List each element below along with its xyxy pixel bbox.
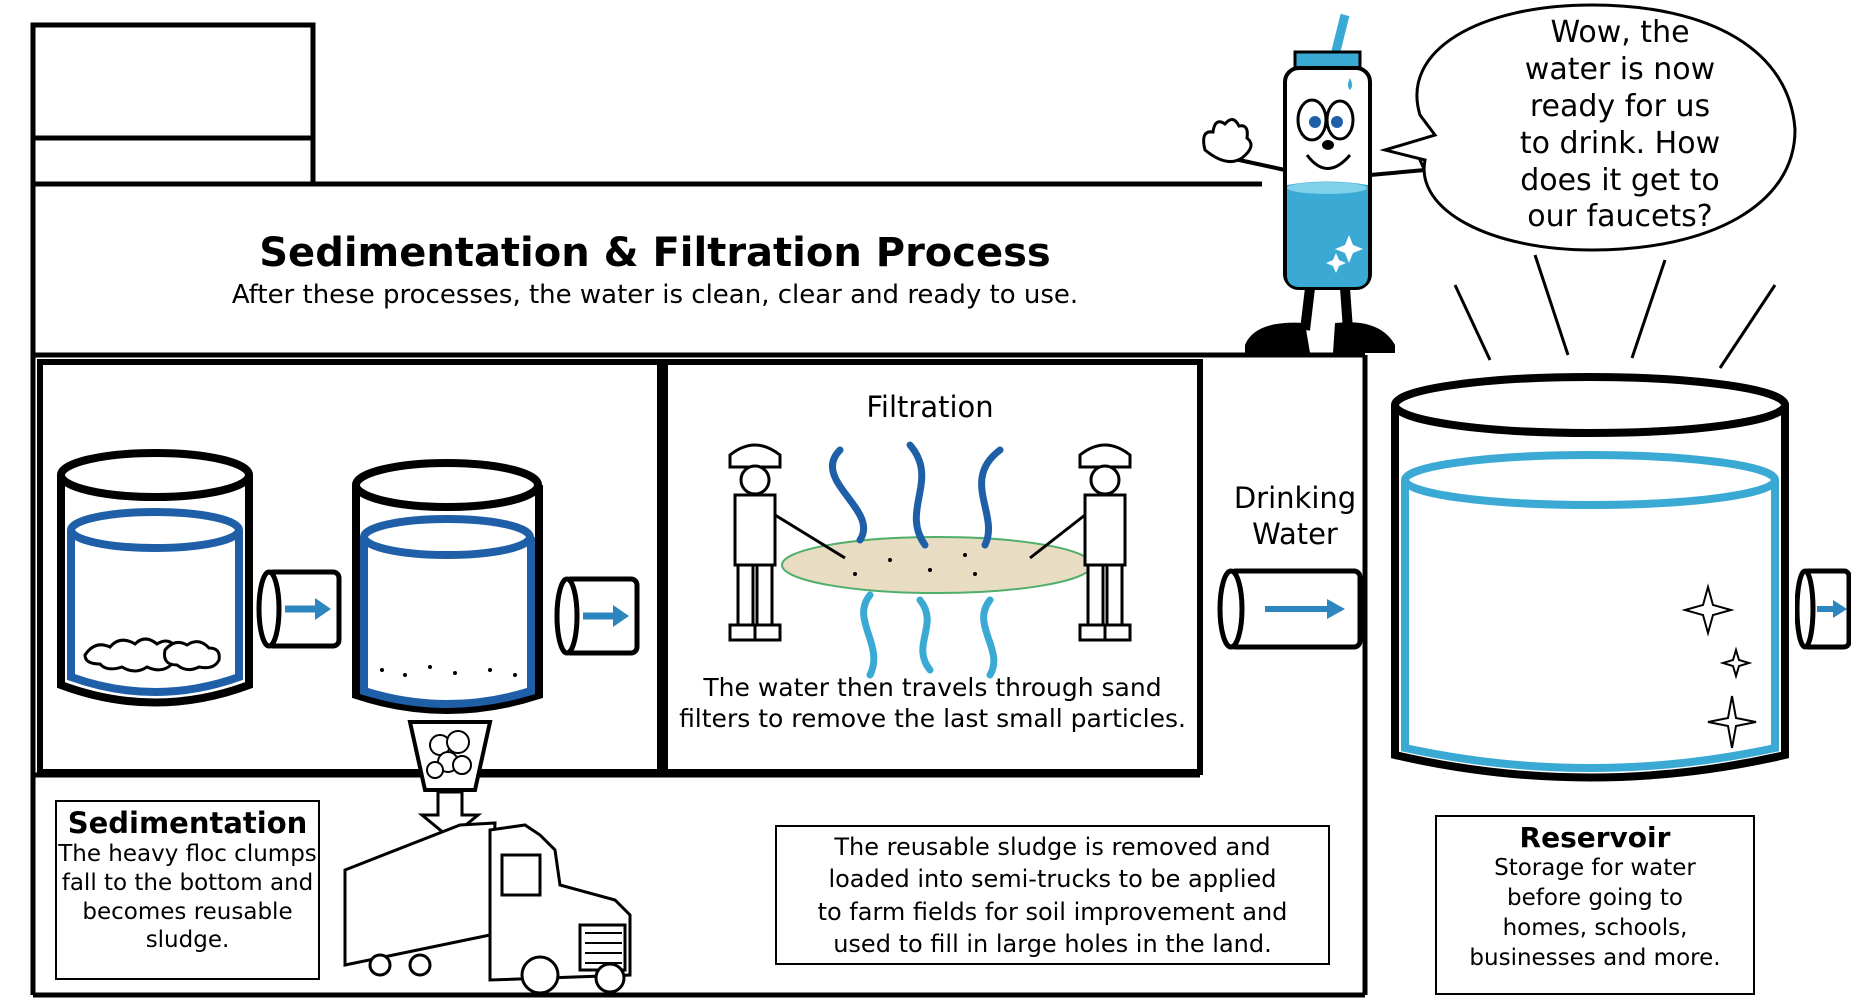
sludge-hopper [407,720,493,840]
shine-rays [1453,254,1777,369]
reservoir-text: Storage for water before going to homes,… [1469,855,1721,971]
filtration-heading: Filtration [866,390,994,424]
reservoir-outlet-pipe [1795,568,1851,650]
speech-bubble-text: Wow, the water is now ready for us to dr… [1519,15,1721,235]
reservoir-heading: Reservoir [1519,821,1671,854]
sedimentation-tank-1 [57,449,253,707]
speech-bubble-shape [1380,3,1797,252]
semi-truck-icon [343,821,632,995]
filtration-caption: The water then travels through sand filt… [679,673,1186,734]
drinking-water-label: Drinking Water [1233,481,1357,552]
sludge-note-box: The reusable sludge is removed and loade… [775,825,1330,965]
page-subtitle: After these processes, the water is clea… [231,280,1079,310]
sedimentation-tank-2 [352,459,543,714]
page-title: Sedimentation & Filtration Process [259,230,1051,276]
sludge-note-text: The reusable sludge is removed and loade… [817,833,1288,959]
drinking-water-pipe [1217,568,1363,650]
pipe-arrow-1 [256,569,342,649]
water-bottle-mascot [1202,13,1465,353]
reservoir-box: Reservoir Storage for water before going… [1435,815,1755,995]
sedimentation-box: Sedimentation The heavy floc clumps fall… [55,800,320,980]
sedimentation-heading: Sedimentation [67,806,308,840]
pipe-arrow-2 [554,576,640,656]
sedimentation-text: The heavy floc clumps fall to the bottom… [58,841,317,954]
reservoir-tank [1391,373,1789,782]
filtration-illustration [728,441,1132,679]
